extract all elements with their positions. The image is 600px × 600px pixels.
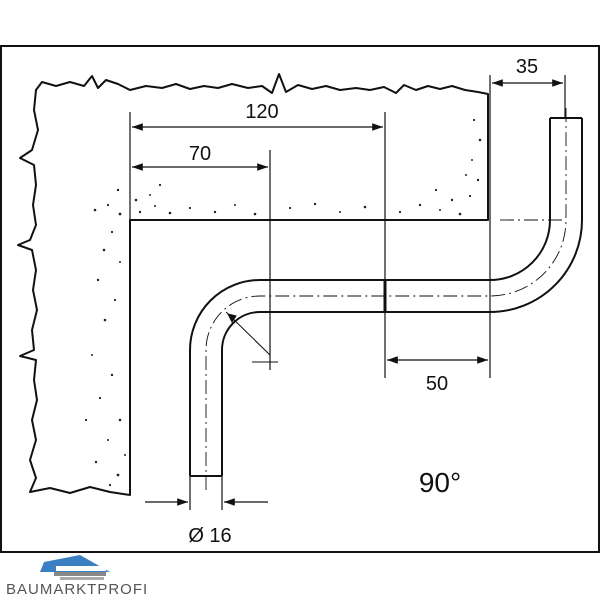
extension-lines [129,75,566,510]
pipe-diameter-label: Ø 16 [188,525,231,547]
dimension-label-70: 70 [189,143,211,165]
dimension-label-120: 120 [245,101,278,123]
bend-radius-indicator [225,311,278,363]
dimension-label-35: 35 [516,56,538,78]
wall-block [17,73,489,496]
diagram-frame [0,45,600,553]
dimension-arrows [132,79,563,506]
logo-text: BAUMARKTPROFI [6,581,148,598]
bend-angle-label: 90° [419,467,461,498]
logo-roof-icon [40,555,110,580]
dimension-label-50: 50 [426,373,448,395]
baumarktprofi-logo: BAUMARKTPROFI [6,555,148,598]
